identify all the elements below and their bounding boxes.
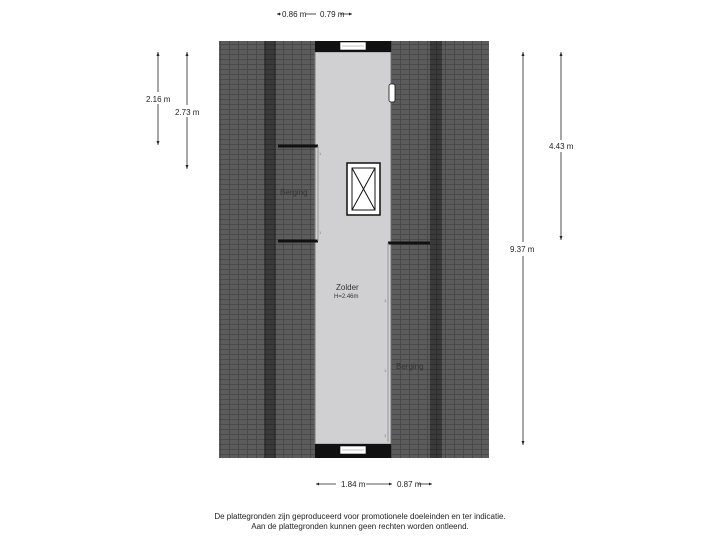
right-storage-mark-3: 1 [384, 433, 387, 438]
right-total-height-label: 9.37 m [510, 245, 535, 254]
left-storage-door-mark: 1 [319, 151, 322, 156]
left-inner-height-label: 2.73 m [175, 108, 200, 117]
bottom-dimension [316, 482, 432, 486]
right-upper-dimension [559, 52, 563, 240]
bottom-width-label: 1.84 m [341, 480, 366, 489]
top-left-width-label: 0.86 m [282, 10, 307, 19]
right-storage-mark-1: 1 [384, 298, 387, 303]
right-storage-label: Berging [396, 362, 424, 371]
left-inner-dimension [185, 52, 189, 169]
top-dimension [277, 12, 352, 16]
roof-eave-left [264, 41, 276, 458]
left-outer-height-label: 2.16 m [146, 95, 171, 104]
roof-eave-right [430, 41, 442, 458]
left-storage-door-mark-2: 1 [319, 230, 322, 235]
disclaimer-line-2: Aan de plattegronden kunnen geen rechten… [251, 522, 469, 531]
left-outer-dimension [156, 52, 160, 145]
attic-label: Zolder [336, 283, 359, 292]
right-storage-mark-2: 1 [384, 368, 387, 373]
bottom-right-width-label: 0.87 m [397, 480, 422, 489]
skylight-icon[interactable] [346, 162, 381, 216]
left-storage-label: Berging [280, 188, 308, 197]
vent-icon [388, 83, 396, 103]
disclaimer: De plattegronden zijn geproduceerd voor … [0, 512, 720, 532]
disclaimer-line-1: De plattegronden zijn geproduceerd voor … [214, 512, 506, 521]
attic-floor [314, 51, 392, 445]
top-right-width-label: 0.79 m [320, 10, 345, 19]
attic-height-label: H=2.46m [334, 294, 359, 300]
right-upper-height-label: 4.43 m [549, 142, 574, 151]
right-total-dimension [521, 52, 525, 445]
